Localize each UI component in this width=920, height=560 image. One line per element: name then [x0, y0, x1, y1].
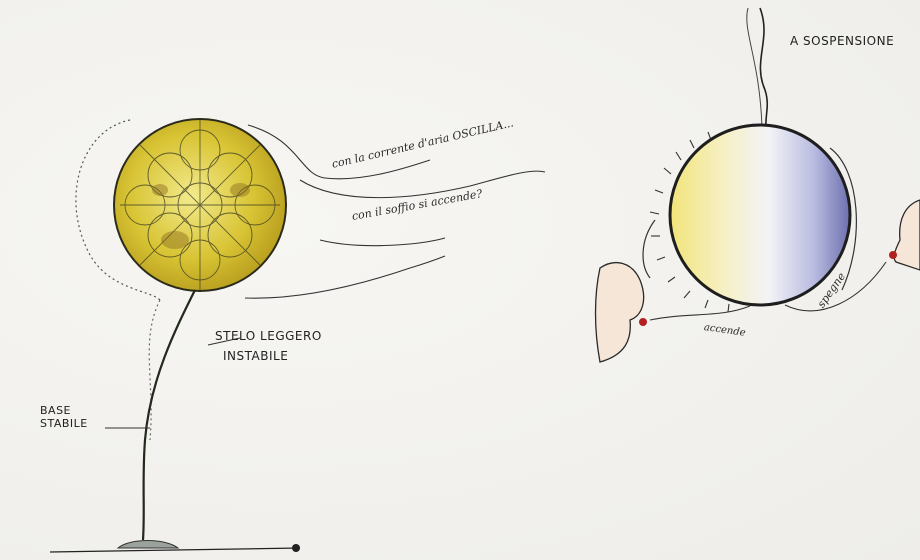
suspension-globe — [670, 125, 850, 305]
lamp-base — [118, 541, 178, 549]
wind-stroke-4 — [245, 256, 445, 298]
stem-label-line1: STELO LEGGERO — [215, 330, 322, 344]
right-face — [894, 200, 920, 270]
plug-dot — [292, 544, 300, 552]
right-face-lips — [889, 251, 897, 259]
base-label-line2: STABILE — [40, 418, 88, 431]
floor-line — [50, 548, 300, 552]
wind-stroke-3 — [320, 238, 445, 246]
breath-line-left — [650, 306, 750, 320]
globe-swoosh-left — [643, 220, 655, 278]
suspension-lamp-drawing — [596, 8, 920, 362]
base-label: BASE STABILE — [40, 405, 88, 430]
left-face — [596, 263, 644, 362]
base-label-line1: BASE — [40, 405, 88, 418]
stem-label-line2: INSTABILE — [223, 350, 322, 364]
sway-stem-outline — [149, 300, 160, 440]
suspension-label: A SOSPENSIONE — [790, 35, 894, 49]
wind-stroke-2 — [300, 171, 545, 198]
stem-label: STELO LEGGERO INSTABILE — [215, 330, 322, 364]
left-face-lips — [639, 318, 647, 326]
